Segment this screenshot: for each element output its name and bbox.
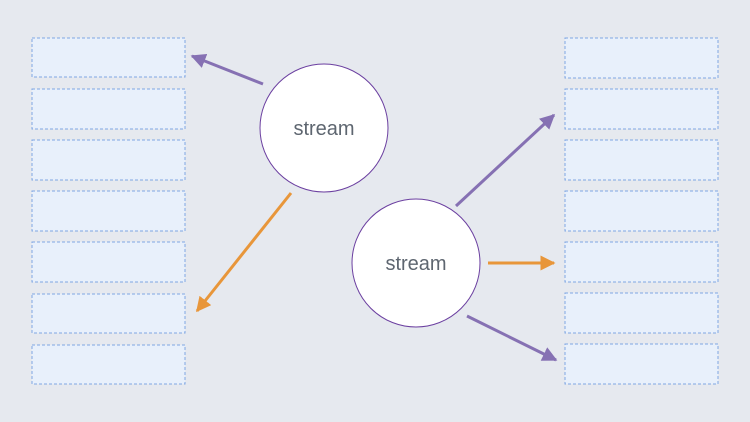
right-cell-0 bbox=[564, 37, 719, 79]
right-cell-5 bbox=[564, 292, 719, 334]
arrow-stream-2-to-right-cell-1 bbox=[454, 113, 556, 208]
left-cell-2 bbox=[31, 139, 186, 181]
right-cell-1 bbox=[564, 88, 719, 130]
stream-node-2-label: stream bbox=[385, 253, 446, 275]
left-cell-3 bbox=[31, 190, 186, 232]
right-cell-2 bbox=[564, 139, 719, 181]
right-column bbox=[564, 37, 719, 385]
arrow-stream-2-to-right-cell-6 bbox=[466, 314, 558, 362]
left-cell-1 bbox=[31, 88, 186, 130]
stream-node-2-circle bbox=[351, 198, 481, 328]
stream-node-1-label: stream bbox=[293, 118, 354, 140]
left-column bbox=[31, 37, 186, 385]
arrows bbox=[190, 53, 558, 362]
left-cell-6 bbox=[31, 344, 186, 385]
stream-node-2: stream bbox=[351, 198, 481, 328]
stream-node-1-circle bbox=[259, 63, 389, 193]
arrow-stream-1-to-left-cell-5 bbox=[195, 192, 293, 313]
left-cell-0 bbox=[31, 37, 186, 78]
right-cell-6 bbox=[564, 343, 719, 385]
right-cell-4 bbox=[564, 241, 719, 283]
arrow-stream-1-to-left-cell-0 bbox=[190, 53, 264, 86]
left-cell-4 bbox=[31, 241, 186, 283]
stream-node-1: stream bbox=[259, 63, 389, 193]
right-cell-3 bbox=[564, 190, 719, 232]
left-cell-5 bbox=[31, 293, 186, 334]
